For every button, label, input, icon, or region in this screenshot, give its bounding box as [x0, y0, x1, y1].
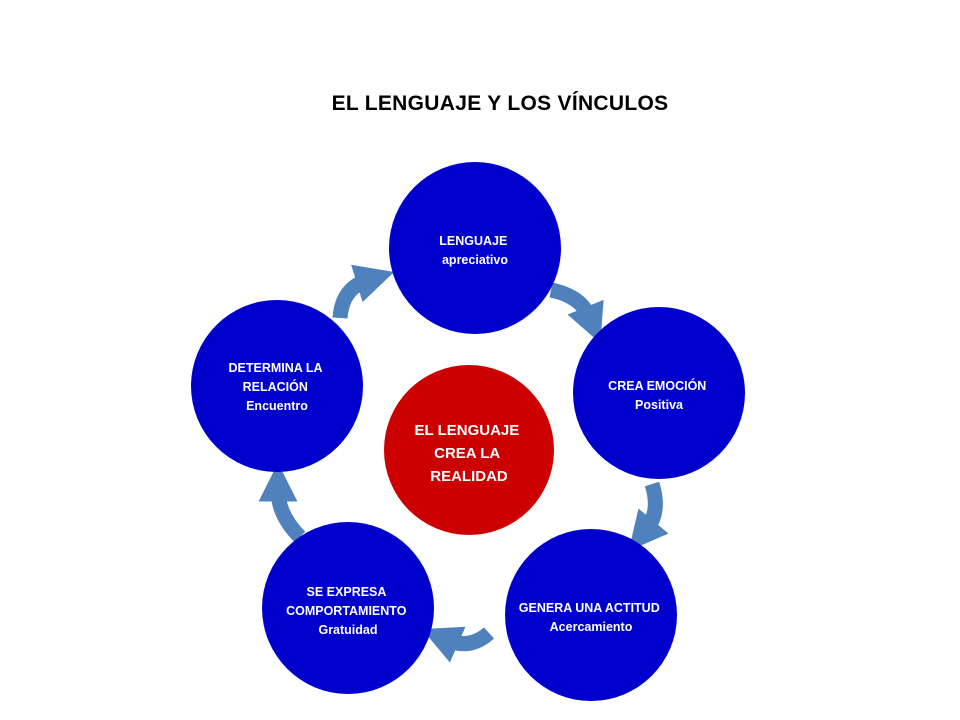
node-crea-emocion: CREA EMOCIÓN Positiva — [573, 307, 745, 479]
node-genera-actitud: GENERA UNA ACTITUD Acercamiento — [505, 529, 677, 701]
node-line: Encuentro — [246, 399, 308, 413]
node-crea-emocion-label: CREA EMOCIÓN Positiva — [608, 378, 710, 412]
node-line: COMPORTAMIENTO — [286, 604, 407, 618]
node-line: Acercamiento — [550, 620, 633, 634]
node-line: apreciativo — [442, 253, 508, 267]
arrow-lenguaje-to-emocion — [549, 282, 604, 344]
arrow-expresa-to-determina — [258, 462, 306, 543]
arrow-emocion-to-actitud — [628, 481, 669, 551]
node-line: GENERA UNA ACTITUD — [519, 601, 660, 615]
node-line: SE EXPRESA — [307, 585, 387, 599]
page-title: EL LENGUAJE Y LOS VÍNCULOS — [331, 92, 669, 115]
center-line: CREA LA — [434, 445, 500, 462]
node-se-expresa: SE EXPRESA COMPORTAMIENTO Gratuidad — [262, 522, 434, 694]
center-line: EL LENGUAJE — [415, 422, 520, 439]
node-line: Positiva — [635, 398, 684, 412]
node-determina-label: DETERMINA LA RELACIÓN Encuentro — [229, 361, 326, 413]
connector-arrows — [258, 264, 669, 663]
node-line: RELACIÓN — [243, 379, 308, 394]
node-genera-actitud-label: GENERA UNA ACTITUD Acercamiento — [519, 601, 663, 634]
node-se-expresa-label: SE EXPRESA COMPORTAMIENTO Gratuidad — [286, 585, 410, 637]
node-lenguaje: LENGUAJE apreciativo — [389, 162, 561, 334]
center-node: EL LENGUAJE CREA LA REALIDAD — [384, 365, 554, 535]
arrow-determina-to-lenguaje — [332, 264, 395, 319]
node-lenguaje-label: LENGUAJE apreciativo — [439, 234, 511, 267]
center-node-label: EL LENGUAJE CREA LA REALIDAD — [415, 422, 524, 485]
arrow-actitud-to-expresa — [421, 626, 494, 663]
node-determina: DETERMINA LA RELACIÓN Encuentro — [191, 300, 363, 472]
node-line: LENGUAJE — [439, 234, 507, 248]
node-line: DETERMINA LA — [229, 361, 323, 375]
center-line: REALIDAD — [430, 468, 508, 485]
node-line: CREA EMOCIÓN — [608, 378, 706, 393]
node-line: Gratuidad — [318, 623, 377, 637]
